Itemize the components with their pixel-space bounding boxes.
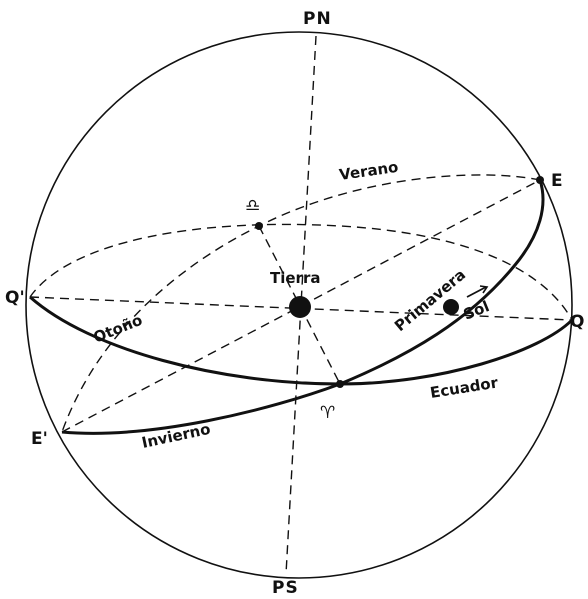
sun-direction-arrow (466, 286, 487, 298)
aries-point-dot (336, 380, 344, 388)
point-e-label: E (551, 171, 563, 191)
earth-label: Tierra (270, 269, 320, 287)
point-e-dot (536, 176, 544, 184)
north-pole-label: PN (303, 9, 332, 29)
libra-symbol: ♎ (245, 196, 260, 216)
point-e-prime-label: E' (31, 429, 48, 449)
earth-dot (289, 296, 311, 318)
aries-symbol: ♈ (320, 403, 335, 423)
libra-point-dot (255, 222, 263, 230)
sun-arrow-head (479, 285, 489, 294)
winter-label: Invierno (140, 420, 212, 452)
sun-dot (443, 299, 459, 315)
celestial-sphere-outline (25, 31, 573, 579)
point-q-prime-label: Q' (5, 288, 25, 308)
sun-label: Sol (461, 297, 492, 324)
equator-front-arc (29, 295, 574, 386)
ecliptic-front-arc (61, 179, 545, 435)
point-q-label: Q (570, 312, 584, 332)
equator-back-arc (29, 223, 573, 321)
autumn-label: Otoño (91, 311, 145, 347)
summer-label: Verano (338, 158, 399, 184)
spring-label: Primavera (391, 266, 469, 336)
equator-label: Ecuador (429, 373, 500, 402)
south-pole-label: PS (272, 578, 299, 598)
